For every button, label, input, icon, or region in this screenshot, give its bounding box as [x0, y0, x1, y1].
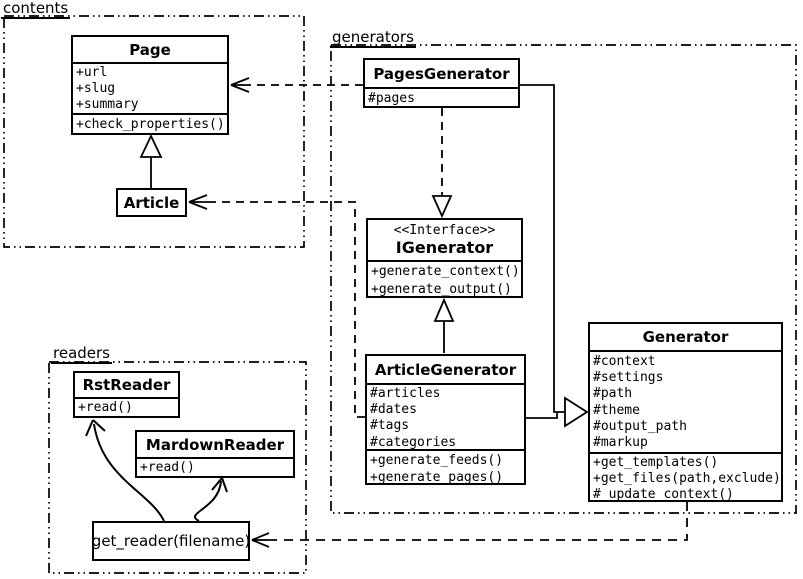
class-box-articlegenerator: ArticleGenerator #articles #dates #tags … — [365, 354, 526, 485]
attribute: #articles — [370, 386, 441, 401]
attribute: #theme — [593, 402, 640, 418]
arrow-pagesgenerator-implements-igenerator — [431, 108, 453, 219]
class-methods-articlegenerator: +generate_feeds() +generate_pages() — [367, 449, 524, 485]
package-readers-border — [48, 361, 307, 574]
class-box-mardownreader: MardownReader +read() — [135, 430, 295, 478]
class-name-page: Page — [129, 40, 171, 59]
class-name-generator: Generator — [642, 328, 729, 346]
package-label-generators: generators — [330, 28, 416, 48]
class-box-rstreader: RstReader +read() — [73, 371, 180, 418]
package-label-readers: readers — [51, 344, 112, 364]
arrow-generators-extend-generator — [520, 84, 589, 428]
class-name-article: Article — [123, 193, 180, 212]
method: +get_files(path,exclude) — [593, 471, 781, 487]
attribute: #context — [593, 354, 656, 369]
class-name-pagesgenerator: PagesGenerator — [373, 64, 510, 83]
class-name-articlegenerator: ArticleGenerator — [374, 360, 517, 379]
attribute: #tags — [370, 418, 410, 434]
arrow-article-extends-page — [139, 133, 163, 188]
node-get-reader: get_reader(filename) — [92, 521, 250, 561]
class-box-article: Article — [116, 188, 187, 217]
method: +read() — [78, 400, 133, 415]
class-box-pagesgenerator: PagesGenerator #pages — [363, 58, 520, 108]
attribute: #output_path — [593, 418, 687, 434]
attribute: +url — [76, 65, 108, 80]
class-stereotype-igenerator: <<Interface>> — [393, 222, 496, 238]
class-methods-rstreader: +read() — [75, 397, 178, 416]
method: +generate_pages() — [370, 470, 504, 485]
class-box-page: Page +url +slug +summary +check_properti… — [71, 35, 229, 135]
class-box-generator: Generator #context #settings #path #them… — [588, 322, 783, 502]
method: +read() — [140, 460, 195, 475]
class-methods-mardownreader: +read() — [137, 457, 293, 476]
class-attributes-pagesgenerator: #pages — [365, 87, 518, 108]
class-methods-generator: +get_templates() +get_files(path,exclude… — [590, 452, 781, 502]
attribute: #path — [593, 386, 633, 402]
method: +generate_feeds() — [370, 453, 504, 468]
attribute: #categories — [370, 434, 457, 449]
method: +generate_context() — [371, 264, 520, 279]
arrow-articlegenerator-uses-article — [188, 194, 365, 418]
node-get-reader-label: get_reader(filename) — [91, 532, 251, 550]
class-attributes-page: +url +slug +summary — [73, 62, 227, 113]
class-name-mardownreader: MardownReader — [145, 435, 285, 454]
class-methods-igenerator: +generate_context() +generate_output() — [368, 260, 521, 298]
class-name-rstreader: RstReader — [82, 376, 171, 394]
class-attributes-generator: #context #settings #path #theme #output_… — [590, 350, 781, 452]
class-header-igenerator: <<Interface>> IGenerator — [368, 220, 521, 260]
attribute: +summary — [76, 97, 139, 113]
attribute: +slug — [76, 81, 116, 97]
attribute: #settings — [593, 370, 664, 386]
arrow-generator-uses-get-reader — [251, 502, 688, 548]
method: +check_properties() — [76, 117, 225, 132]
class-methods-page: +check_properties() — [73, 113, 227, 135]
package-label-contents: contents — [1, 0, 71, 19]
attribute: #markup — [593, 435, 648, 451]
arrow-get-reader-to-mardownreader — [193, 477, 228, 522]
class-name-igenerator: IGenerator — [395, 237, 494, 257]
attribute: #dates — [370, 402, 417, 418]
arrow-pagesgenerator-uses-page — [230, 77, 363, 93]
arrow-get-reader-to-rstreader — [85, 419, 165, 522]
method: #_update_context() — [593, 487, 734, 502]
package-generators-border — [330, 44, 797, 514]
method: +get_templates() — [593, 455, 719, 470]
attribute: #pages — [368, 91, 415, 106]
package-contents-border — [3, 15, 305, 248]
class-attributes-articlegenerator: #articles #dates #tags #categories — [367, 383, 524, 449]
method: +generate_output() — [371, 282, 512, 297]
class-box-igenerator: <<Interface>> IGenerator +generate_conte… — [366, 218, 523, 298]
arrow-articlegenerator-implements-igenerator — [433, 297, 455, 353]
